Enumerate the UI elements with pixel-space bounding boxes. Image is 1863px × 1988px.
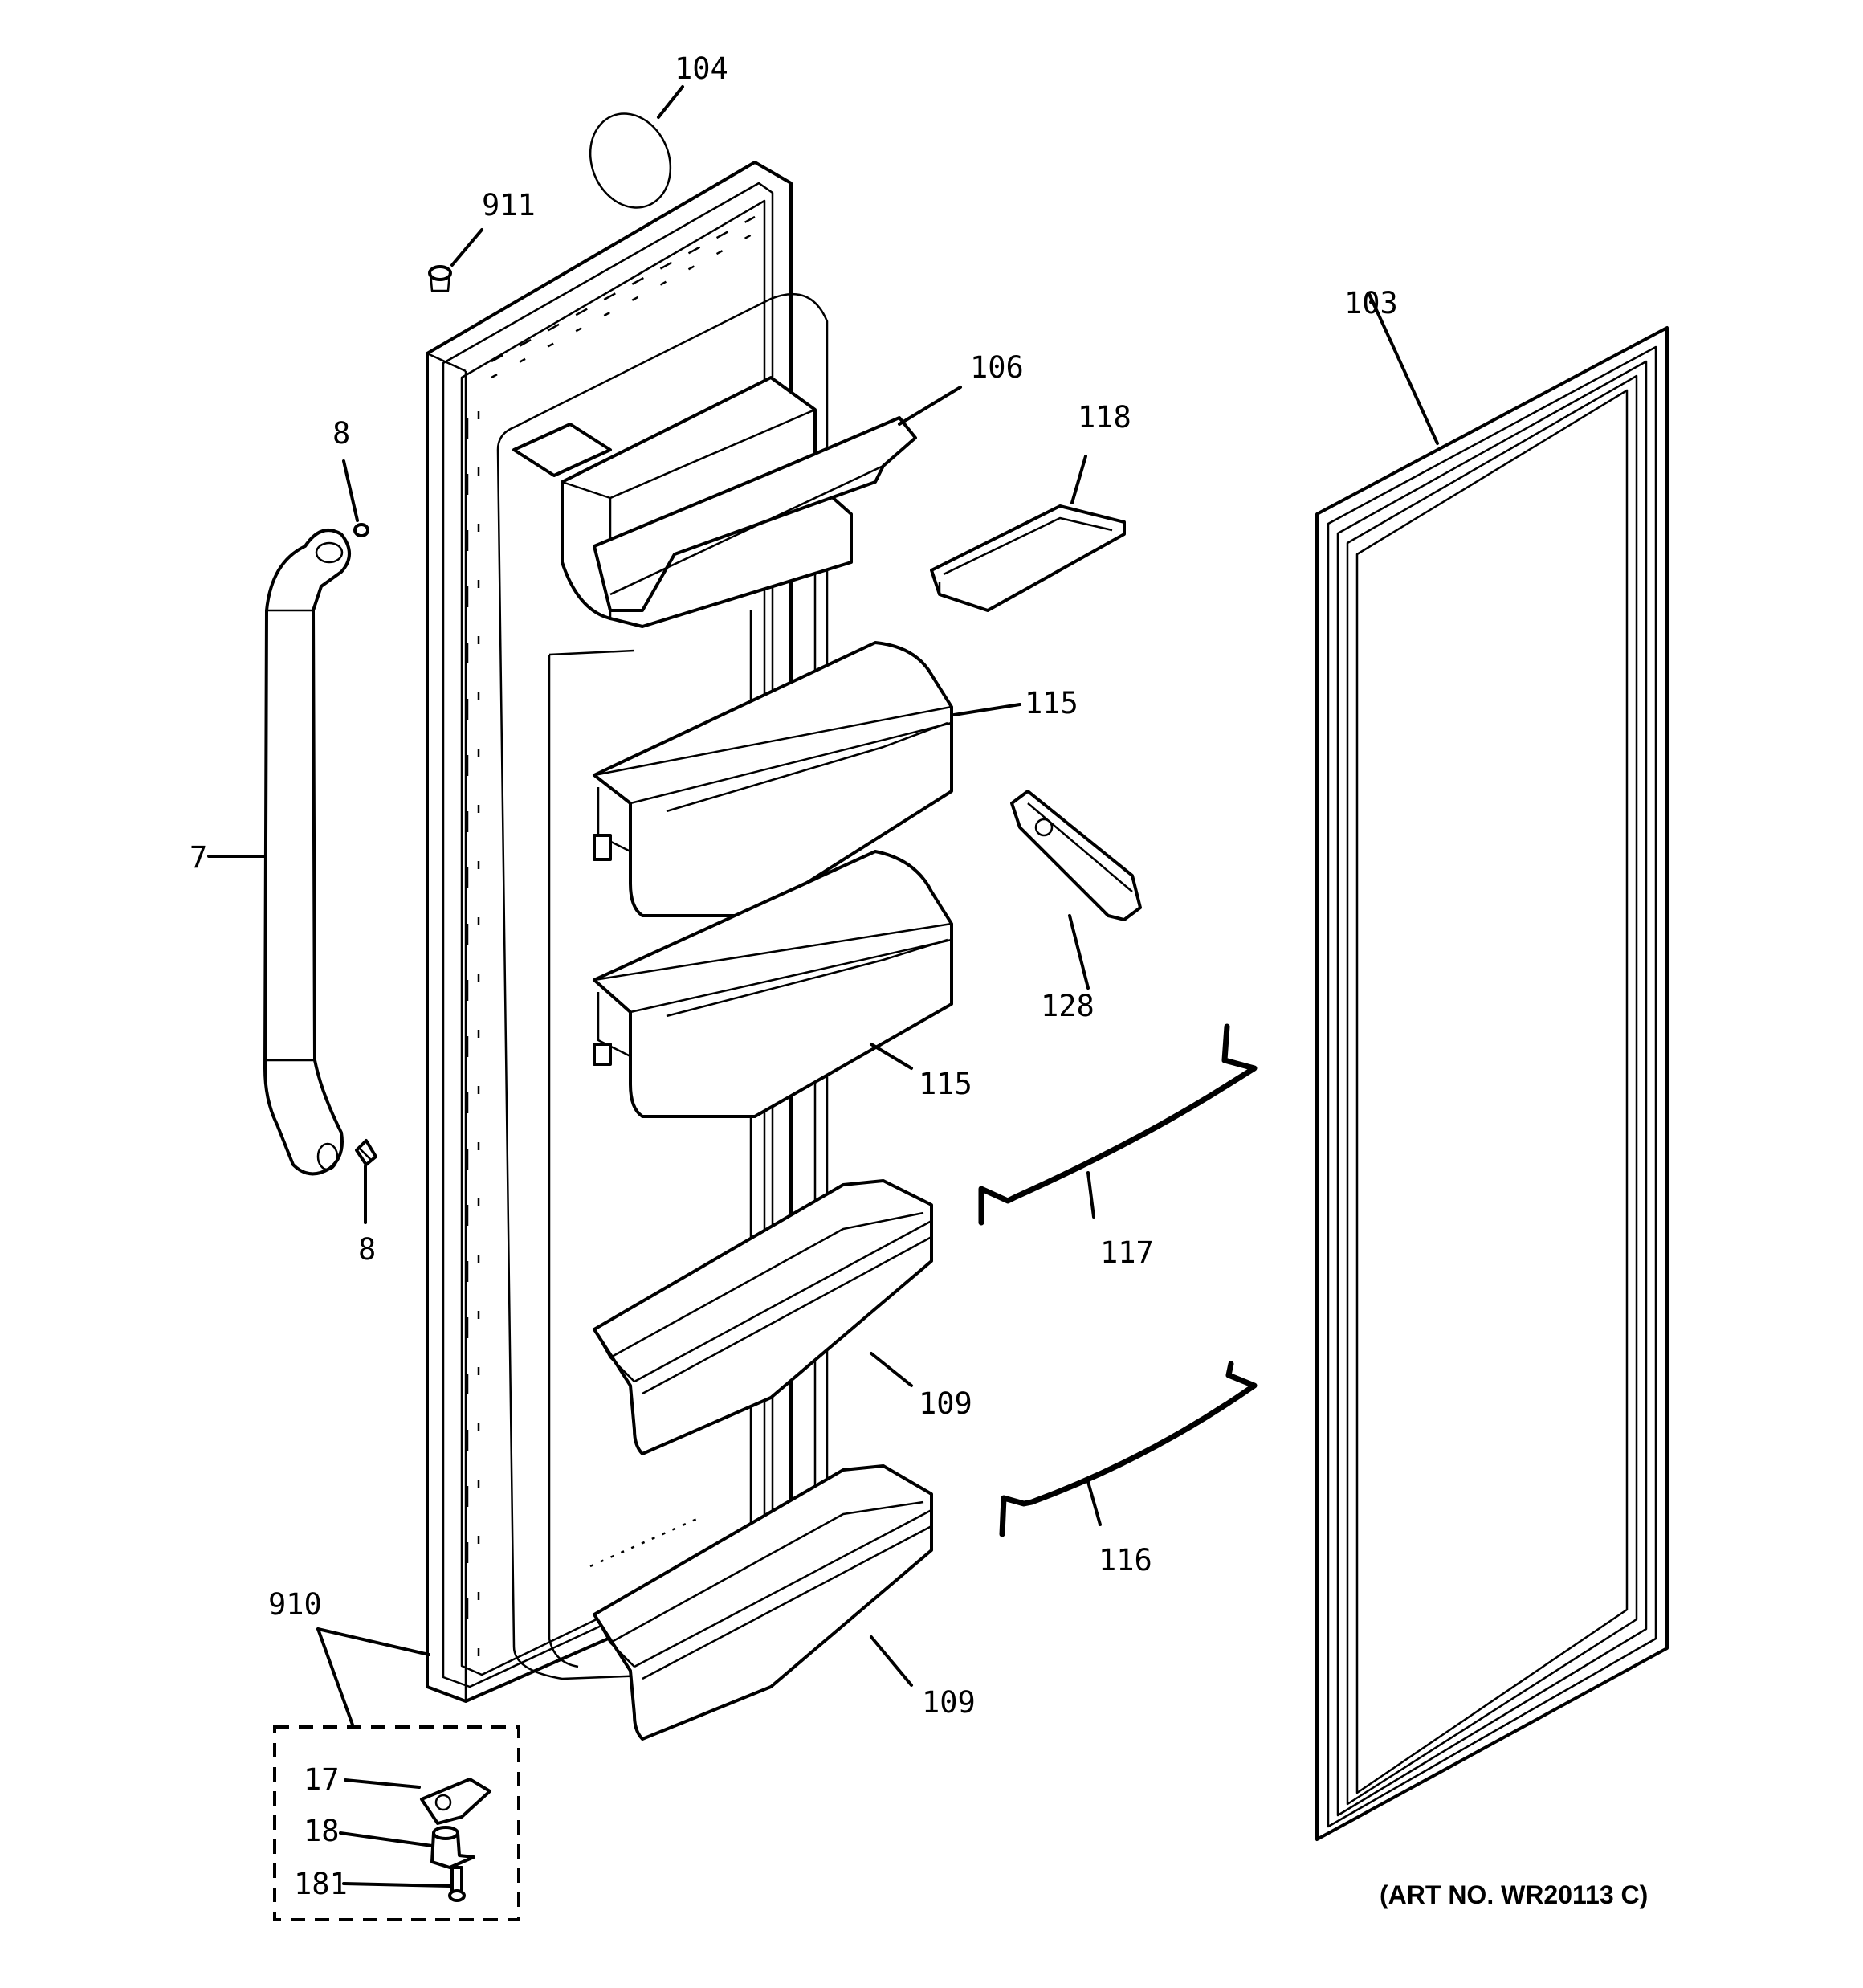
callout-115-lower: 115 (919, 1067, 972, 1101)
callout-115-upper: 115 (1025, 686, 1078, 720)
hinge-plate-part (420, 1778, 491, 1825)
callout-118: 118 (1078, 400, 1131, 435)
small-tray-part (930, 504, 1126, 612)
handle-screw-part (353, 523, 369, 537)
hinge-pin-part (430, 1826, 475, 1869)
plug-part (428, 265, 452, 292)
callout-8-lower: 8 (358, 1232, 376, 1267)
leader-lines (207, 85, 1439, 1888)
callout-116: 116 (1099, 1543, 1152, 1578)
dairy-compartment-part (512, 376, 917, 628)
art-number: (ART NO. WR20113 C) (1380, 1880, 1648, 1909)
handle-screw-part (355, 1139, 377, 1166)
callout-17: 17 (304, 1762, 340, 1797)
door-bin-wide-lower-part (593, 1464, 933, 1741)
hinge-screw-part (448, 1866, 466, 1902)
callout-109-lower: 109 (922, 1685, 976, 1720)
callout-181: 181 (294, 1867, 348, 1901)
callout-8-upper: 8 (332, 416, 350, 451)
door-bin-wide-upper-part (593, 1179, 933, 1455)
bracket-part (1010, 790, 1142, 921)
callout-104: 104 (675, 51, 728, 86)
callout-911: 911 (482, 188, 536, 222)
shelf-rail-upper-part (978, 1023, 1258, 1226)
door-gasket-part (1315, 326, 1669, 1841)
door-bin-upper-part (593, 641, 953, 917)
door-handle-part (263, 529, 351, 1176)
callout-7: 7 (190, 840, 207, 875)
callout-910: 910 (268, 1587, 322, 1622)
callout-18: 18 (304, 1814, 340, 1848)
callout-109-upper: 109 (919, 1386, 972, 1421)
shelf-rail-lower-part (999, 1361, 1258, 1537)
cap-ring-part (589, 112, 672, 209)
callout-labels: 104 911 103 106 118 8 115 7 128 115 8 11… (190, 51, 1648, 1909)
callout-128: 128 (1041, 989, 1095, 1023)
callout-103: 103 (1344, 286, 1398, 320)
callout-106: 106 (970, 350, 1024, 385)
callout-117: 117 (1100, 1235, 1154, 1270)
hinge-kit-box (273, 1725, 520, 1921)
door-bin-lower-part (593, 850, 953, 1118)
